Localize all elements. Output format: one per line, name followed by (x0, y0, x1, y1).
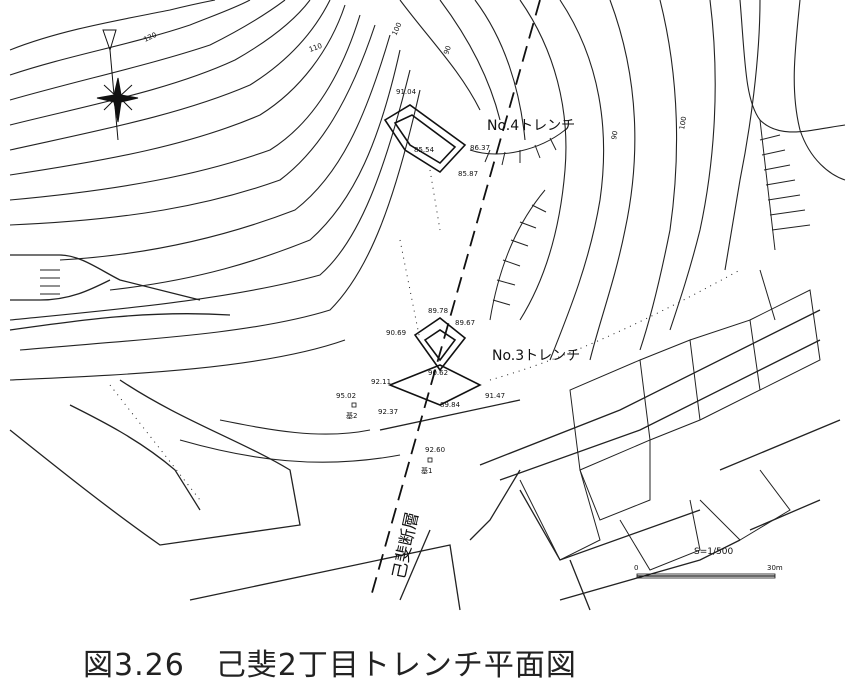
elevation-label: 90.62 (428, 369, 448, 377)
slope-hatching (40, 119, 811, 321)
elevation-labels: 91.04 85.54 86.37 85.87 89.78 89.67 90.6… (336, 88, 505, 454)
trench-labels: No.4トレンチ No.3トレンチ (487, 118, 580, 364)
contour-label: 110 (308, 42, 323, 54)
contour-lines (9, 0, 846, 463)
elevation-label: 89.78 (428, 307, 448, 315)
contour-label: 100 (678, 116, 688, 131)
scale-start: 0 (634, 564, 638, 572)
contour-label: 100 (391, 21, 404, 37)
elevation-label: 85.87 (458, 170, 478, 178)
elevation-label: 92.37 (378, 408, 398, 416)
trench-no4-outline (383, 104, 467, 174)
house-blocks (519, 289, 821, 571)
elevation-label: 89.67 (455, 319, 475, 327)
trench-no3-label: No.3トレンチ (492, 348, 580, 364)
contour-label: 120 (142, 31, 158, 44)
scale-end: 30m (767, 564, 783, 572)
trench-no4-label: No.4トレンチ (487, 118, 575, 134)
elevation-label: 91.47 (485, 392, 505, 400)
elevation-label: 92.11 (371, 378, 391, 386)
elevation-label: 92.60 (425, 446, 445, 454)
elevation-label: 85.54 (414, 146, 435, 154)
elevation-label: 90.69 (386, 329, 406, 337)
figure-caption: 図3.26 己斐2丁目トレンチ平面図 (83, 648, 577, 683)
point-label-1: 基1 (421, 466, 432, 475)
property-boundaries (109, 169, 741, 501)
trench-no3-outline (387, 317, 482, 406)
contour-label: 90 (610, 130, 619, 140)
north-arrow-icon (96, 29, 139, 141)
fault-label: 己斐断層 (389, 510, 423, 581)
point-label-2: 基2 (346, 411, 357, 420)
scale-text: S=1/500 (694, 547, 733, 557)
fault-line (369, 0, 541, 601)
scale-bar: S=1/500 0 30m (634, 547, 783, 579)
contour-label: 90 (442, 45, 453, 56)
contour-labels: 120 110 100 90 90 100 (142, 21, 688, 140)
elevation-label: 91.04 (396, 88, 417, 96)
point-labels: 基2 基1 (346, 402, 432, 475)
elevation-label: 95.02 (336, 392, 356, 400)
elevation-label: 89.84 (440, 401, 461, 409)
elevation-label: 86.37 (470, 144, 490, 152)
roads (9, 254, 841, 611)
